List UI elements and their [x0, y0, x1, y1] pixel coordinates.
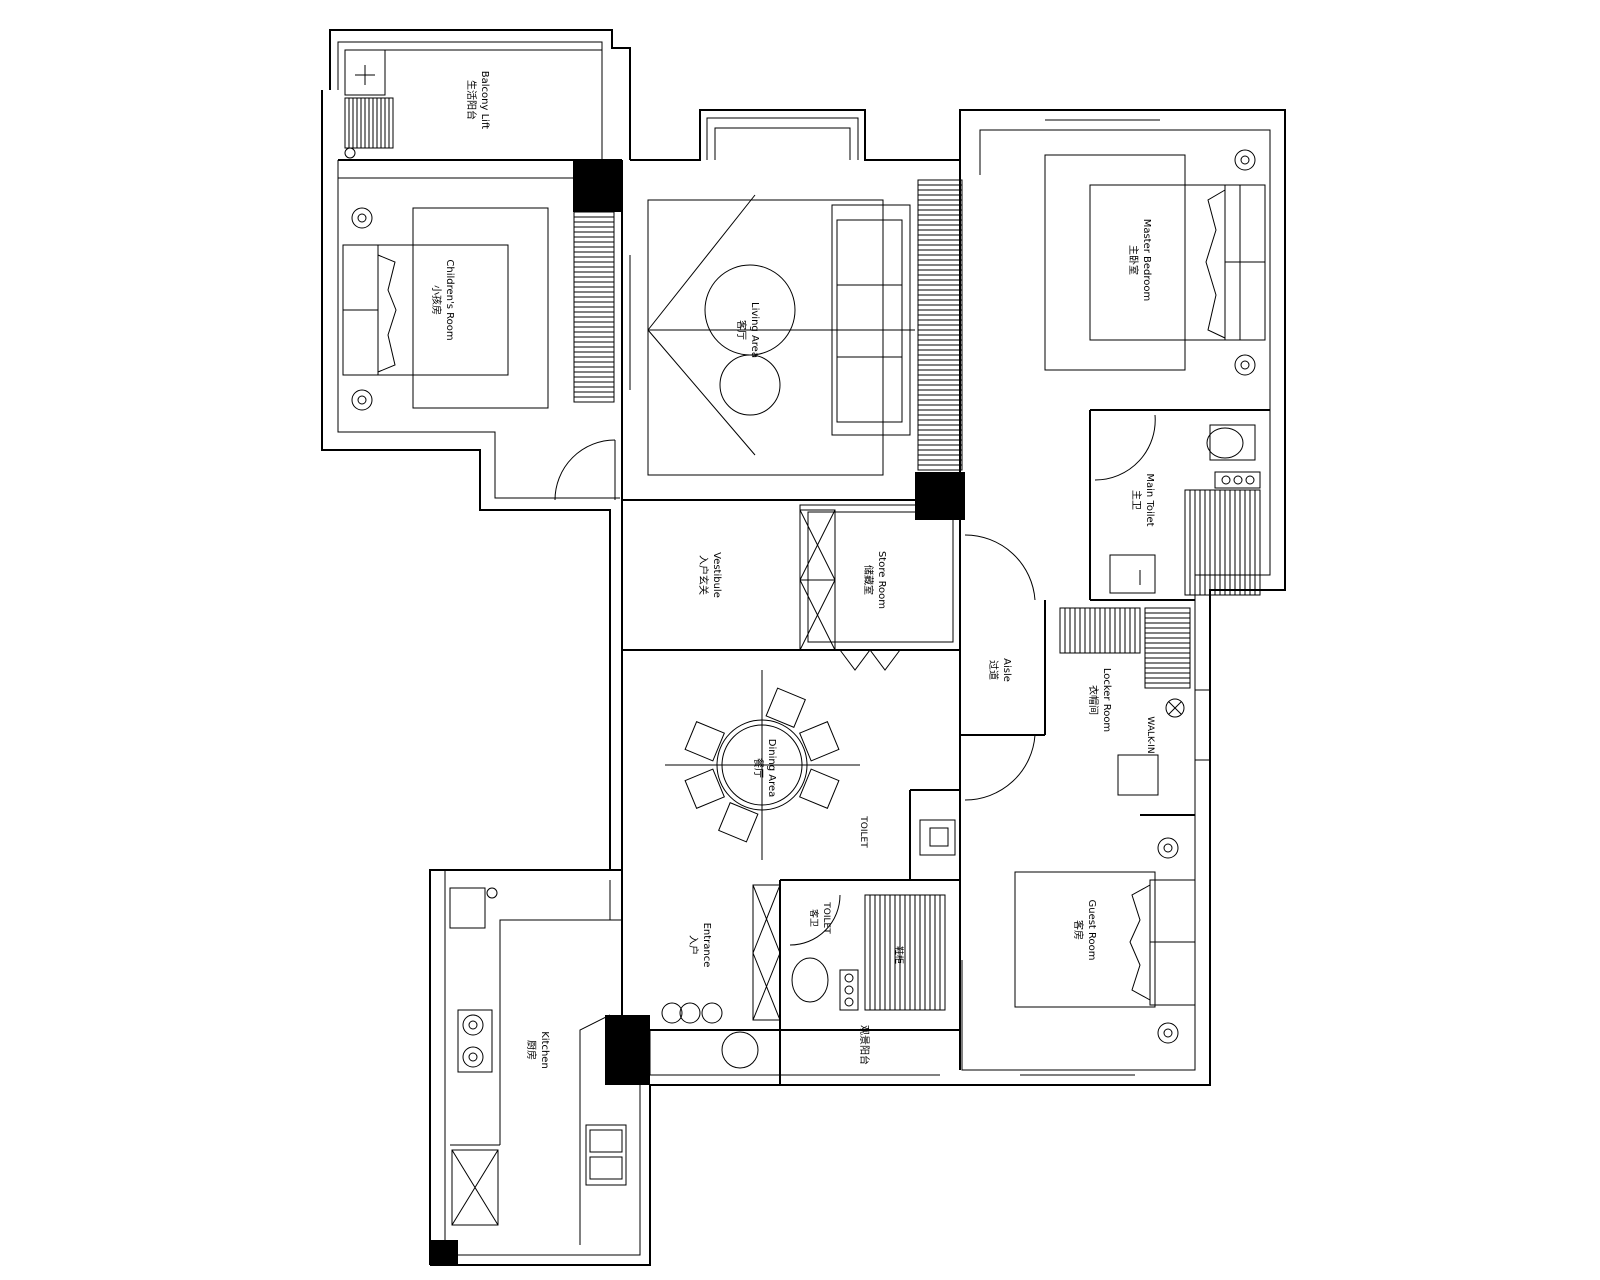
entrance-fixtures [649, 1002, 781, 1076]
label-master-en: Master Bedroom [1141, 219, 1152, 302]
label-aisle-en: Aisle [1001, 658, 1012, 682]
label-toilet-zh: 客卫 [808, 909, 820, 927]
label-wc: TOILET [858, 815, 868, 848]
balcony-fixtures [344, 49, 602, 159]
label-balcony2-zh: 观景阳台 [858, 1025, 871, 1065]
entry-furniture [799, 509, 1036, 801]
label-aisle-zh: 过道 [987, 660, 1000, 680]
label-entrance-zh: 入户 [687, 935, 700, 955]
label-childrens-zh: 小孩房 [430, 285, 443, 315]
main-toilet-fixtures [1094, 414, 1261, 594]
label-vestibule-zh: 入户玄关 [697, 555, 710, 595]
label-living-en: Living Area [749, 302, 760, 358]
guest-toilet-fixtures [752, 884, 859, 1021]
exterior-walls [321, 29, 1286, 1266]
label-master-zh: 主卧室 [1127, 245, 1140, 275]
label-locker-en: Locker Room [1101, 668, 1112, 732]
label-guest-zh: 客房 [1072, 920, 1085, 940]
label-walkin: WALK-IN [1145, 716, 1155, 753]
label-entrance-en: Entrance [701, 923, 712, 968]
locker-room-furniture [1117, 689, 1211, 796]
label-toilet-en: TOILET [821, 901, 831, 934]
dining-furniture [665, 670, 860, 860]
label-balcony-zh: 生活阳台 [465, 80, 478, 120]
label-dining-zh: 餐厅 [752, 758, 765, 778]
label-store-zh: 储藏室 [862, 565, 875, 595]
master-bedroom-furniture [1044, 149, 1266, 376]
label-locker-zh: 衣帽间 [1087, 685, 1100, 715]
structural-columns [430, 160, 965, 1265]
kitchen-fixtures [449, 880, 627, 1245]
label-living-zh: 客厅 [735, 320, 748, 340]
label-kitchen-zh: 厨房 [525, 1040, 538, 1060]
room-labels: Balcony Lift 生活阳台 Children's Room 小孩房 Li… [430, 71, 1155, 1069]
label-kitchen-en: Kitchen [539, 1031, 550, 1069]
label-vestibule-en: Vestibule [711, 552, 722, 598]
label-guest-en: Guest Room [1086, 899, 1097, 960]
guest-room-furniture [919, 819, 1196, 1044]
label-main-toilet-en: Main Toilet [1144, 473, 1155, 526]
living-area-furniture [629, 194, 915, 476]
wardrobes [573, 179, 1261, 1011]
label-dining-en: Dining Area [766, 739, 777, 797]
label-main-toilet-zh: 主卫 [1130, 490, 1142, 510]
childrens-room-furniture [342, 207, 616, 501]
label-store-en: Store Room [876, 551, 887, 609]
label-balcony-en: Balcony Lift [479, 71, 490, 130]
label-cabinet: 鞋柜 [893, 946, 905, 964]
label-childrens-en: Children's Room [444, 259, 455, 340]
